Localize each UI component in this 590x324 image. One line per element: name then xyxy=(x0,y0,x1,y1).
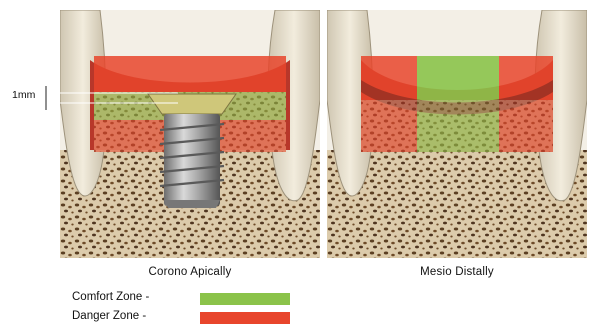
caption-corono-apically: Corono Apically xyxy=(60,266,320,278)
legend-comfort-zone: Comfort Zone - xyxy=(72,291,196,303)
mesio-distally-illustration xyxy=(327,10,587,258)
legend-danger-swatch xyxy=(200,312,290,324)
mesio-distally-panel xyxy=(327,10,587,258)
caption-mesio-distally: Mesio Distally xyxy=(327,266,587,278)
legend-danger-label: Danger Zone - xyxy=(72,310,196,322)
legend-comfort-label: Comfort Zone - xyxy=(72,291,196,303)
legend-comfort-swatch xyxy=(200,293,290,305)
measurement-label: 1mm xyxy=(12,89,35,101)
measurement-lines xyxy=(0,0,200,130)
legend-danger-zone: Danger Zone - xyxy=(72,310,196,322)
